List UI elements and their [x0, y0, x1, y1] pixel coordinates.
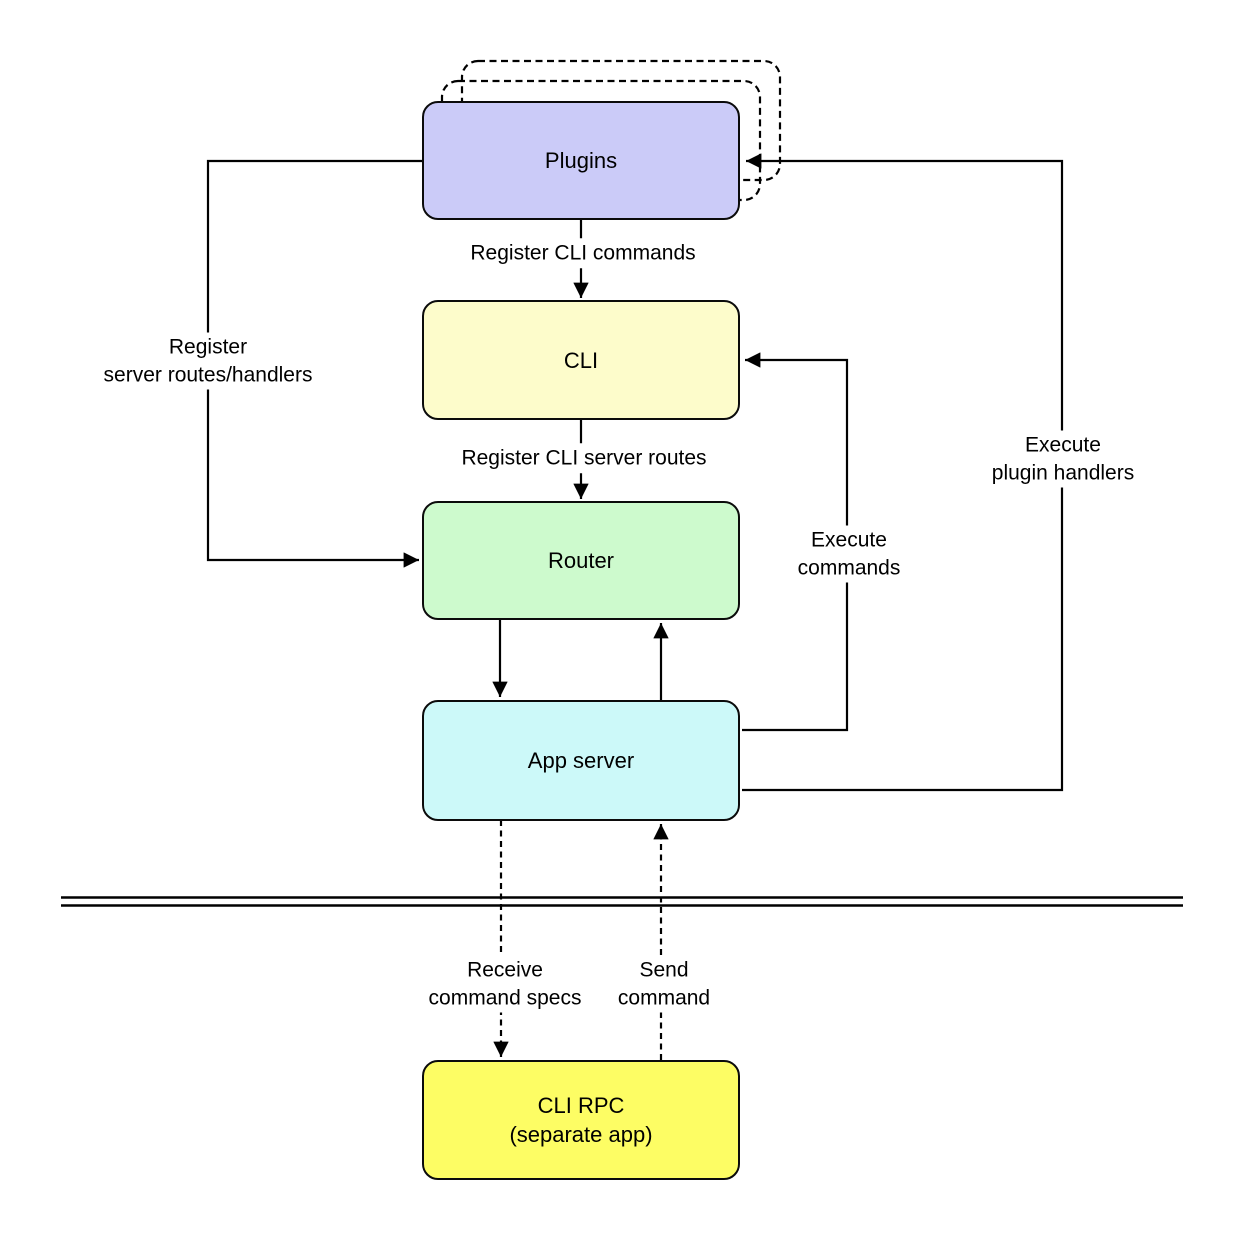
- node-router: Router: [422, 501, 740, 620]
- label-send-command: Send command: [612, 955, 716, 1013]
- node-cli-rpc-label-line2: (separate app): [509, 1122, 653, 1147]
- label-execute-plugin-handlers-line1: Execute: [1025, 433, 1101, 457]
- label-register-server-routes-handlers: Register server routes/handlers: [98, 332, 318, 390]
- label-execute-plugin-handlers: Execute plugin handlers: [986, 430, 1140, 488]
- label-receive-command-specs-line1: Receive: [467, 958, 543, 982]
- label-execute-commands-line1: Execute: [811, 528, 887, 552]
- node-app-server-label: App server: [527, 748, 635, 773]
- label-register-cli-commands: Register CLI commands: [465, 238, 701, 268]
- label-receive-command-specs: Receive command specs: [423, 955, 587, 1013]
- label-execute-commands-line2: commands: [797, 556, 901, 579]
- label-send-command-line2: command: [617, 986, 711, 1009]
- label-receive-command-specs-line2: command specs: [428, 986, 582, 1009]
- label-register-server-routes-handlers-line2: server routes/handlers: [103, 363, 313, 386]
- node-cli-label: CLI: [563, 347, 599, 373]
- process-boundary-separator: [61, 896, 1183, 907]
- label-register-server-routes-handlers-line1: Register: [168, 335, 248, 359]
- label-execute-commands: Execute commands: [792, 525, 906, 583]
- node-cli-rpc-label-line1: CLI RPC: [537, 1093, 625, 1118]
- node-app-server: App server: [422, 700, 740, 821]
- node-cli-rpc: CLI RPC (separate app): [422, 1060, 740, 1180]
- node-cli: CLI: [422, 300, 740, 420]
- node-router-label: Router: [547, 548, 615, 573]
- label-execute-plugin-handlers-line2: plugin handlers: [991, 461, 1135, 484]
- label-register-cli-server-routes: Register CLI server routes: [456, 443, 712, 473]
- label-send-command-line1: Send: [639, 958, 689, 982]
- node-plugins-label: Plugins: [544, 148, 618, 173]
- node-plugins: Plugins: [422, 101, 740, 220]
